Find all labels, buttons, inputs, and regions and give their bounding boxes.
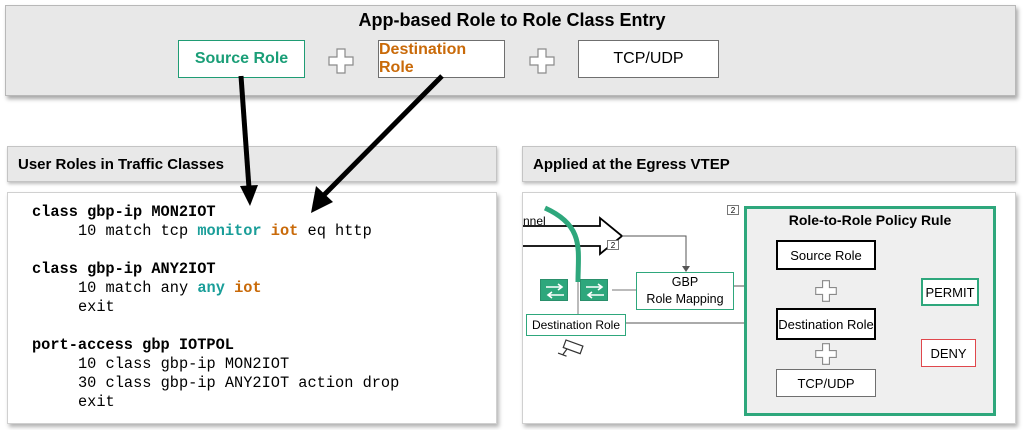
- switch-icon: [580, 279, 608, 301]
- policy-rule-title: Role-to-Role Policy Rule: [788, 212, 952, 228]
- deny-action: DENY: [921, 339, 976, 367]
- code-line-port-access: port-access gbp IOTPOL: [32, 336, 234, 354]
- code-line-match-tcp: 10 match tcp monitor iot eq http: [78, 222, 372, 240]
- destination-role-tag: Destination Role: [526, 314, 626, 336]
- plus-icon: [529, 48, 555, 74]
- code-line-exit-2: exit: [78, 393, 115, 411]
- code-line-class-30: 30 class gbp-ip ANY2IOT action drop: [78, 374, 400, 392]
- count-badge: 2: [607, 240, 619, 250]
- egress-vtep-header: Applied at the Egress VTEP: [522, 146, 1016, 182]
- code-line-class-any2iot: class gbp-ip ANY2IOT: [32, 260, 216, 278]
- plus-icon: [328, 48, 354, 74]
- policy-destination-role: Destination Role: [776, 308, 876, 340]
- code-line-class-10: 10 class gbp-ip MON2IOT: [78, 355, 290, 373]
- gbp-role-mapping-box: GBP Role Mapping: [636, 272, 734, 310]
- monitor-keyword: monitor: [197, 222, 262, 240]
- top-title: App-based Role to Role Class Entry: [358, 10, 666, 30]
- tcp-udp-box: TCP/UDP: [578, 40, 719, 78]
- iot-keyword: iot: [234, 279, 262, 297]
- iot-keyword: iot: [270, 222, 299, 240]
- plus-icon: [815, 343, 837, 365]
- code-line-class-mon2iot: class gbp-ip MON2IOT: [32, 203, 216, 221]
- permit-action: PERMIT: [921, 278, 979, 306]
- count-badge: 2: [727, 205, 739, 215]
- code-line-exit: exit: [78, 298, 115, 316]
- green-curve: [543, 205, 581, 283]
- code-line-match-any: 10 match any any iot: [78, 279, 262, 297]
- switch-icon: [540, 279, 568, 301]
- tunnel-label: nnel: [523, 214, 546, 228]
- top-banner: [5, 5, 1016, 96]
- any-keyword: any: [197, 279, 225, 297]
- camera-icon: [557, 339, 584, 357]
- policy-tcp-udp: TCP/UDP: [776, 369, 876, 397]
- code-panel: class gbp-ip MON2IOT 10 match tcp monito…: [7, 192, 497, 424]
- policy-source-role: Source Role: [776, 240, 876, 270]
- destination-role-box: Destination Role: [378, 40, 505, 78]
- plus-icon: [815, 280, 837, 302]
